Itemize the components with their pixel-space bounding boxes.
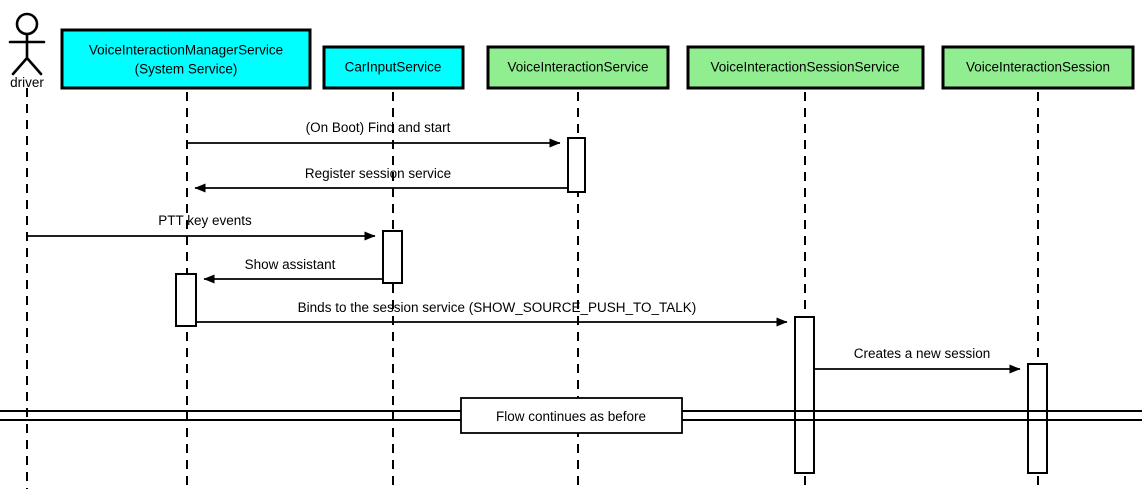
flow-note-label: Flow continues as before bbox=[496, 409, 646, 424]
message-creates-a-new-session[interactable]: Creates a new session bbox=[814, 346, 1021, 374]
activation-bar-carinput[interactable] bbox=[382, 230, 403, 284]
participant-carinput[interactable]: CarInputService bbox=[322, 45, 465, 90]
participant-box-vsession[interactable] bbox=[941, 45, 1135, 90]
participant-viss[interactable]: VoiceInteractionSessionService bbox=[686, 45, 925, 90]
message-label-m6: Creates a new session bbox=[854, 346, 991, 361]
participant-box-viss[interactable] bbox=[686, 45, 925, 90]
activation-bar-vis[interactable] bbox=[567, 137, 586, 193]
participant-label-vsession: VoiceInteractionSession bbox=[966, 60, 1110, 75]
actor-driver-label: driver bbox=[10, 75, 44, 90]
participant-label-vis: VoiceInteractionService bbox=[507, 60, 648, 75]
flow-divider: Flow continues as before bbox=[0, 397, 1142, 434]
activation-bar-vsession[interactable] bbox=[1027, 363, 1048, 474]
message-label-m4: Show assistant bbox=[245, 257, 336, 272]
message-on-boot-find-and-start[interactable]: (On Boot) Find and start bbox=[187, 120, 561, 148]
participant-vis[interactable]: VoiceInteractionService bbox=[486, 45, 670, 90]
activation-bar-vims[interactable] bbox=[175, 273, 197, 327]
message-binds-to-session-service[interactable]: Binds to the session service (SHOW_SOURC… bbox=[176, 300, 788, 327]
activations-group bbox=[175, 137, 1048, 474]
participant-vims[interactable]: VoiceInteractionManagerService (System S… bbox=[60, 28, 312, 90]
participant-box-vims[interactable] bbox=[60, 28, 312, 90]
flow-note-box[interactable] bbox=[460, 397, 683, 434]
message-label-m3: PTT key events bbox=[158, 213, 252, 228]
actor-leg-right-icon bbox=[25, 56, 43, 76]
actor-leg-left-icon bbox=[11, 56, 29, 76]
message-ptt-key-events[interactable]: PTT key events bbox=[27, 213, 376, 241]
actor-driver: driver bbox=[8, 12, 46, 90]
participant-label-vims-line1: VoiceInteractionManagerService bbox=[89, 43, 283, 58]
message-label-m1: (On Boot) Find and start bbox=[306, 120, 451, 135]
participant-label-vims-line2: (System Service) bbox=[135, 62, 238, 77]
activation-bar-viss[interactable] bbox=[794, 316, 815, 474]
participant-box-vis[interactable] bbox=[486, 45, 670, 90]
participant-label-viss: VoiceInteractionSessionService bbox=[710, 60, 899, 75]
participant-box-carinput[interactable] bbox=[322, 45, 465, 90]
participant-label-carinput: CarInputService bbox=[345, 60, 442, 75]
participant-vsession[interactable]: VoiceInteractionSession bbox=[941, 45, 1135, 90]
message-label-m5: Binds to the session service (SHOW_SOURC… bbox=[298, 300, 697, 315]
actor-head-icon bbox=[15, 12, 39, 36]
message-show-assistant[interactable]: Show assistant bbox=[203, 257, 383, 284]
message-label-m2: Register session service bbox=[305, 166, 451, 181]
message-register-session-service[interactable]: Register session service bbox=[194, 166, 568, 193]
